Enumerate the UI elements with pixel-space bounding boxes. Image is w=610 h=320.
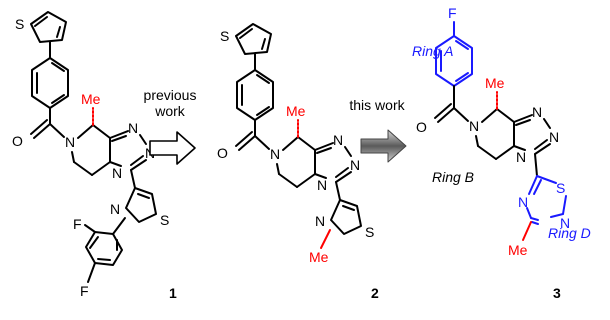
compound-2-amide-nitrogen: N bbox=[270, 146, 280, 162]
compound-2-triazole-n2: N bbox=[350, 157, 360, 173]
compound-1-thiophene: S bbox=[15, 11, 67, 43]
compound-3-number: 3 bbox=[553, 285, 561, 301]
compound-2-triazole: N N N bbox=[314, 132, 360, 193]
previous-work-arrow: previous work bbox=[144, 87, 197, 165]
compound-1: S O N Me bbox=[12, 11, 177, 301]
compound-3-triazole-n3: N bbox=[516, 149, 526, 165]
compound-2-thiazole: N S bbox=[315, 199, 374, 240]
compound-2-thiazole-sulfur: S bbox=[365, 224, 374, 240]
ring-d-label: Ring D bbox=[548, 225, 591, 241]
compound-3-ring-d: S N N bbox=[518, 175, 570, 231]
compound-2: S O N Me N bbox=[217, 23, 379, 301]
compound-3-ring-d-nitrogen-left: N bbox=[518, 194, 528, 210]
compound-2-triazole-n3: N bbox=[317, 177, 327, 193]
this-work-label: this work bbox=[349, 97, 405, 113]
compound-1-fluorine-ortho: F bbox=[73, 216, 82, 232]
compound-1-thiazole: N S bbox=[110, 187, 169, 228]
compound-1-methyl: Me bbox=[81, 91, 101, 107]
compound-1-amide-nitrogen: N bbox=[65, 134, 75, 150]
compound-2-piperazine bbox=[276, 136, 316, 188]
compound-2-benzene bbox=[236, 69, 274, 121]
compound-1-piperazine bbox=[71, 124, 111, 176]
hollow-arrow-icon bbox=[149, 131, 196, 165]
compound-1-thiazole-nitrogen: N bbox=[110, 201, 120, 217]
compound-3-ring-d-nitrogen-right: N bbox=[560, 215, 570, 231]
compound-3-triazole-n1: N bbox=[532, 104, 542, 120]
compound-2-thiazole-methyl: Me bbox=[309, 249, 329, 265]
compound-1-number: 1 bbox=[169, 285, 177, 301]
ring-a-label: Ring A bbox=[412, 43, 454, 59]
compound-1-triazole: N N N bbox=[109, 120, 155, 181]
compound-1-oxygen: O bbox=[12, 133, 23, 149]
previous-work-label-line2: work bbox=[154, 103, 186, 119]
compound-3-amide-nitrogen: N bbox=[469, 118, 479, 134]
compound-3-methyl: Me bbox=[485, 75, 505, 91]
compound-2-thiazole-nitrogen: N bbox=[315, 213, 325, 229]
compound-2-thiophene: S bbox=[220, 23, 272, 55]
compound-3-ring-a bbox=[435, 35, 473, 87]
gradient-arrow-icon bbox=[360, 129, 407, 163]
compound-1-benzene bbox=[31, 57, 69, 109]
compound-1-triazole-n1: N bbox=[128, 120, 138, 136]
previous-work-label-line1: previous bbox=[144, 87, 197, 103]
compound-3-triazole: N N N bbox=[513, 104, 559, 165]
compound-3-thiadiazole-methyl: Me bbox=[508, 242, 528, 258]
compound-1-triazole-n3: N bbox=[112, 165, 122, 181]
compound-2-oxygen: O bbox=[217, 145, 228, 161]
compound-1-thiazole-sulfur: S bbox=[160, 212, 169, 228]
compound-2-thiophene-sulfur: S bbox=[220, 28, 229, 44]
compound-2-methyl: Me bbox=[286, 103, 306, 119]
compound-3-ring-d-sulfur: S bbox=[556, 180, 565, 196]
compound-1-fluorine-para: F bbox=[80, 283, 89, 299]
compound-1-thiophene-sulfur: S bbox=[15, 16, 24, 32]
compound-3-fluorine: F bbox=[448, 5, 457, 21]
compound-3-ring-b bbox=[475, 108, 515, 160]
compound-3: Ring A F O N Me bbox=[412, 5, 591, 301]
compound-2-number: 2 bbox=[371, 285, 379, 301]
compound-3-oxygen: O bbox=[416, 119, 427, 135]
this-work-arrow: this work bbox=[349, 97, 407, 163]
ring-b-label: Ring B bbox=[432, 169, 474, 185]
compound-3-triazole-n2: N bbox=[549, 129, 559, 145]
compound-1-difluorophenyl: F F bbox=[73, 216, 123, 299]
compound-2-triazole-n1: N bbox=[333, 132, 343, 148]
